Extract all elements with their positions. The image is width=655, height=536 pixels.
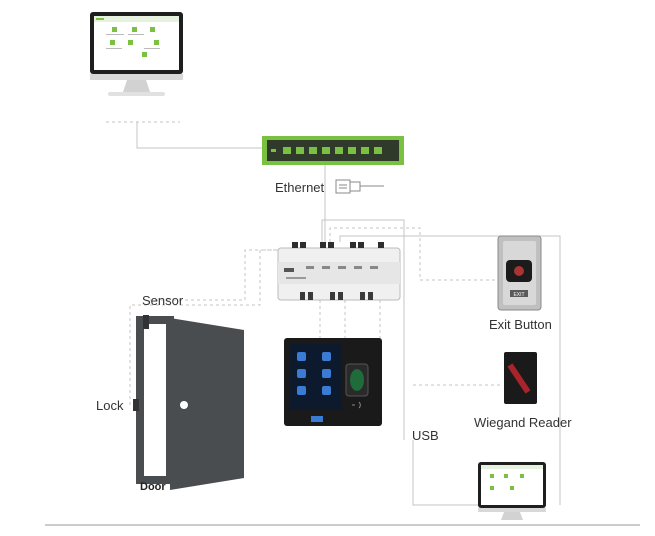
label-wiegand-reader: Wiegand Reader — [474, 415, 572, 430]
label-sensor: Sensor — [142, 293, 184, 308]
exit-button-device: EXIT — [497, 235, 542, 311]
door — [133, 315, 244, 490]
label-lock: Lock — [96, 398, 124, 413]
network-switch — [262, 136, 404, 165]
wiegand-reader-device — [504, 352, 537, 404]
access-controller-panel — [277, 242, 401, 301]
label-door: Door — [140, 481, 166, 493]
computer-monitor-bottom — [478, 462, 546, 520]
label-ethernet: Ethernet — [275, 180, 325, 195]
ethernet-plug-icon — [335, 179, 384, 194]
label-usb: USB — [412, 428, 439, 443]
label-exit-button: Exit Button — [489, 317, 552, 332]
door-sensor-icon — [143, 315, 149, 329]
wiring — [106, 121, 561, 506]
computer-monitor-top — [90, 12, 183, 96]
biometric-terminal — [284, 338, 382, 426]
door-lock-icon — [133, 399, 139, 411]
exit-plate-text: EXIT — [513, 292, 524, 298]
